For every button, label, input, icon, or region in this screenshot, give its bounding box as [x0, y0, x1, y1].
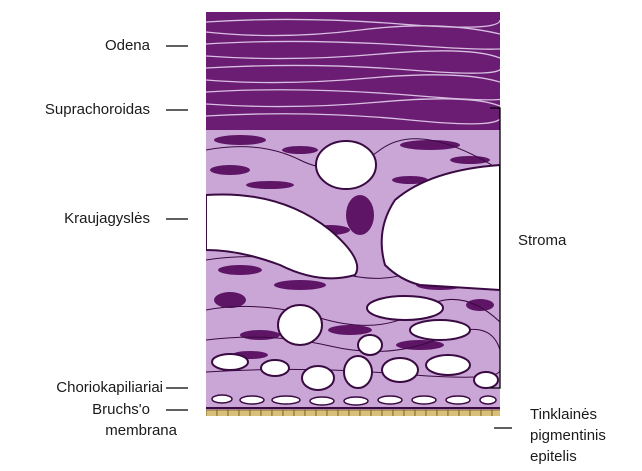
rpe-nucleus — [253, 419, 257, 426]
rpe-nucleus — [286, 419, 290, 426]
rpe-nucleus — [484, 419, 488, 426]
rpe-cell — [239, 410, 250, 434]
rpe-nucleus — [495, 419, 499, 426]
rpe-cell — [305, 410, 316, 434]
rpe-cell — [459, 410, 470, 434]
label-bruchs-line2: membrana — [105, 422, 177, 440]
rpe-nucleus — [352, 419, 356, 426]
rpe-cell — [250, 410, 261, 434]
rpe-nucleus — [440, 419, 444, 426]
rpe-cell — [349, 410, 360, 434]
rpe-nucleus — [242, 419, 246, 426]
rpe-cell — [371, 410, 382, 434]
rpe-cell — [470, 410, 481, 434]
sclera-band — [206, 12, 500, 130]
rpe-cell — [426, 410, 437, 434]
label-rpe-line2: pigmentinis — [530, 427, 606, 445]
rpe-nucleus — [297, 419, 301, 426]
label-rpe-line3: epitelis — [530, 448, 577, 466]
rpe-cell — [492, 410, 503, 434]
rpe-cell — [338, 410, 349, 434]
label-rpe-line1: Tinklainės — [530, 406, 597, 424]
label-suprachoroidas: Suprachoroidas — [45, 101, 150, 119]
rpe-nucleus — [275, 419, 279, 426]
rpe-cell — [283, 410, 294, 434]
rpe-nucleus — [330, 419, 334, 426]
rpe-cell — [272, 410, 283, 434]
rpe-cell-row — [206, 410, 503, 434]
rpe-nucleus — [220, 419, 224, 426]
label-odena: Odena — [105, 37, 150, 55]
label-bruchs-line1: Bruchs'o — [92, 401, 150, 419]
rpe-nucleus — [429, 419, 433, 426]
rpe-nucleus — [407, 419, 411, 426]
label-stroma: Stroma — [518, 232, 566, 250]
rpe-nucleus — [462, 419, 466, 426]
rpe-nucleus — [341, 419, 345, 426]
rpe-cell — [393, 410, 404, 434]
rpe-cell — [316, 410, 327, 434]
rpe-nucleus — [473, 419, 477, 426]
rpe-cell — [261, 410, 272, 434]
rpe-cell — [481, 410, 492, 434]
rpe-nucleus — [451, 419, 455, 426]
rpe-cell — [404, 410, 415, 434]
rpe-cell — [206, 410, 217, 434]
rpe-nucleus — [374, 419, 378, 426]
rpe-nucleus — [385, 419, 389, 426]
rpe-cell — [415, 410, 426, 434]
rpe-cell — [382, 410, 393, 434]
rpe-cell — [437, 410, 448, 434]
rpe-nucleus — [308, 419, 312, 426]
label-choriokapiliariai: Choriokapiliariai — [56, 379, 163, 397]
rpe-cell — [217, 410, 228, 434]
rpe-cell — [327, 410, 338, 434]
rpe-nucleus — [231, 419, 235, 426]
rpe-nucleus — [418, 419, 422, 426]
rpe-nucleus — [363, 419, 367, 426]
rpe-nucleus — [319, 419, 323, 426]
rpe-cell — [360, 410, 371, 434]
rpe-cell — [448, 410, 459, 434]
rpe-nucleus — [264, 419, 268, 426]
rpe-nucleus — [209, 419, 213, 426]
rpe-nucleus — [396, 419, 400, 426]
rpe-cell — [228, 410, 239, 434]
rpe-cell — [294, 410, 305, 434]
label-kraujagysles: Kraujagyslės — [64, 210, 150, 228]
